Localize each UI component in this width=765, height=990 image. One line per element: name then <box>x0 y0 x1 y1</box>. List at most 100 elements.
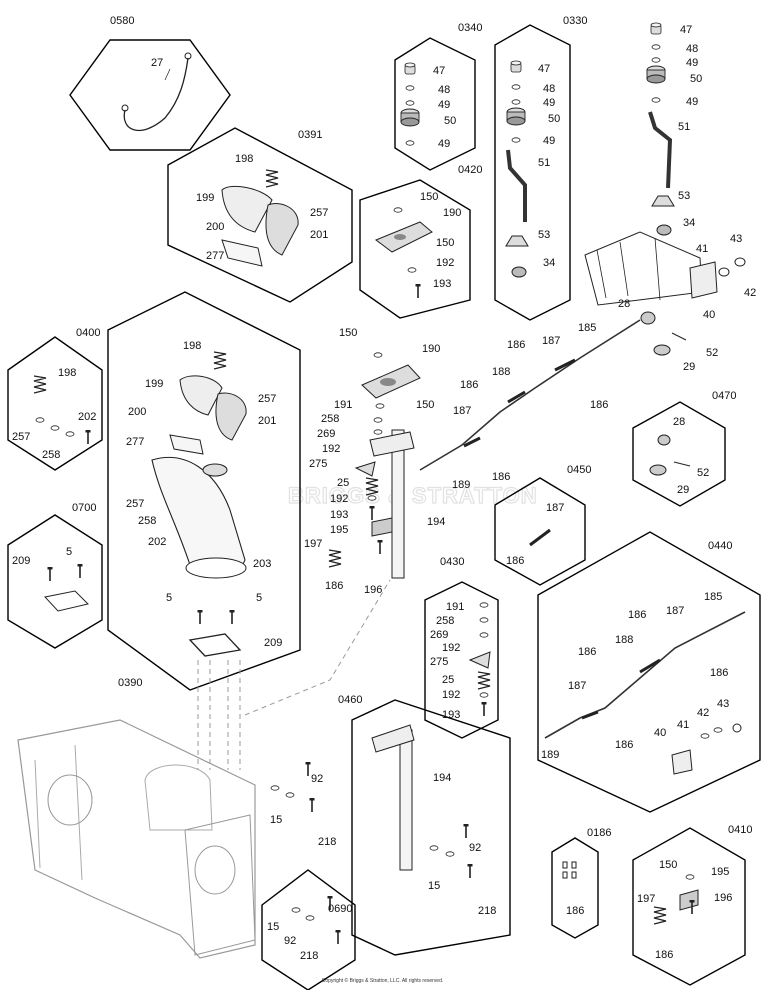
part-label: 41 <box>696 243 708 255</box>
kit-0390 <box>107 291 301 691</box>
part-label: 198 <box>183 340 201 352</box>
part-label: 257 <box>258 393 276 405</box>
part-label: 198 <box>58 367 76 379</box>
part-label: 203 <box>253 558 271 570</box>
part-label: 188 <box>492 366 510 378</box>
part-label: 188 <box>615 634 633 646</box>
part-label: 187 <box>542 335 560 347</box>
part-label: 27 <box>151 57 163 69</box>
kit-code-0330: 0330 <box>563 15 587 27</box>
part-label: 40 <box>703 309 715 321</box>
part-label: 28 <box>618 298 630 310</box>
copyright-notice: Copyright © Briggs & Stratton, LLC. All … <box>321 978 444 984</box>
kit-code-0400: 0400 <box>76 327 100 339</box>
kit-0340 <box>394 37 476 171</box>
part-label: 186 <box>655 949 673 961</box>
part-label: 25 <box>337 477 349 489</box>
part-label: 51 <box>678 121 690 133</box>
kit-code-0440: 0440 <box>708 540 732 552</box>
part-label: 198 <box>235 153 253 165</box>
part-label: 218 <box>300 950 318 962</box>
part-label: 187 <box>568 680 586 692</box>
part-label: 92 <box>311 773 323 785</box>
part-label: 52 <box>697 467 709 479</box>
part-label: 189 <box>452 479 470 491</box>
kit-code-0186: 0186 <box>587 827 611 839</box>
part-label: 193 <box>433 278 451 290</box>
part-label: 258 <box>436 615 454 627</box>
kit-code-0700: 0700 <box>72 502 96 514</box>
kit-0450 <box>494 477 586 586</box>
kit-code-0340: 0340 <box>458 22 482 34</box>
part-label: 48 <box>543 83 555 95</box>
part-label: 192 <box>436 257 454 269</box>
part-label: 186 <box>325 580 343 592</box>
part-label: 48 <box>438 84 450 96</box>
kit-0460 <box>351 699 511 956</box>
part-label: 40 <box>654 727 666 739</box>
part-label: 197 <box>304 538 322 550</box>
part-label: 257 <box>126 498 144 510</box>
part-label: 191 <box>446 601 464 613</box>
watermark-text: BRIGGS & STRATTON <box>288 483 538 508</box>
part-label: 42 <box>697 707 709 719</box>
part-label: 193 <box>442 709 460 721</box>
kit-code-0460: 0460 <box>338 694 362 706</box>
part-label: 197 <box>637 893 655 905</box>
part-label: 185 <box>704 591 722 603</box>
part-label: 187 <box>546 502 564 514</box>
part-label: 192 <box>442 642 460 654</box>
part-label: 201 <box>258 415 276 427</box>
kit-0690 <box>261 869 356 990</box>
center-assembly <box>328 319 641 579</box>
part-label: 200 <box>128 406 146 418</box>
kit-0186 <box>551 837 599 939</box>
part-label: 194 <box>427 516 445 528</box>
kit-0410 <box>632 827 746 986</box>
part-label: 53 <box>678 190 690 202</box>
part-label: 48 <box>686 43 698 55</box>
part-label: 5 <box>66 546 72 558</box>
part-label: 5 <box>166 592 172 604</box>
part-label: 258 <box>138 515 156 527</box>
part-label: 187 <box>453 405 471 417</box>
kit-code-0390: 0390 <box>118 677 142 689</box>
part-label: 15 <box>267 921 279 933</box>
kit-0420 <box>359 179 471 319</box>
part-label: 15 <box>428 880 440 892</box>
part-label: 186 <box>628 609 646 621</box>
part-label: 209 <box>264 637 282 649</box>
kit-code-0410: 0410 <box>728 824 752 836</box>
part-label: 150 <box>420 191 438 203</box>
part-label: 43 <box>717 698 729 710</box>
part-label: 29 <box>683 361 695 373</box>
part-label: 192 <box>442 689 460 701</box>
kit-0430 <box>424 581 499 739</box>
part-label: 193 <box>330 509 348 521</box>
part-label: 202 <box>148 536 166 548</box>
part-label: 200 <box>206 221 224 233</box>
part-label: 29 <box>677 484 689 496</box>
part-label: 28 <box>673 416 685 428</box>
kit-code-0450: 0450 <box>567 464 591 476</box>
part-label: 201 <box>310 229 328 241</box>
part-label: 190 <box>443 207 461 219</box>
part-label: 258 <box>42 449 60 461</box>
kit-code-0430: 0430 <box>440 556 464 568</box>
part-label: 192 <box>330 493 348 505</box>
part-label: 186 <box>710 667 728 679</box>
auger-housing <box>17 579 391 959</box>
part-label: 50 <box>444 115 456 127</box>
part-label: 202 <box>78 411 96 423</box>
kit-0330 <box>494 24 571 321</box>
part-label: 34 <box>683 217 695 229</box>
part-label: 34 <box>543 257 555 269</box>
part-label: 150 <box>416 399 434 411</box>
part-label: 5 <box>256 592 262 604</box>
part-label: 49 <box>686 57 698 69</box>
part-label: 191 <box>334 399 352 411</box>
part-label: 257 <box>12 431 30 443</box>
part-label: 49 <box>438 138 450 150</box>
part-label: 50 <box>690 73 702 85</box>
part-label: 258 <box>321 413 339 425</box>
